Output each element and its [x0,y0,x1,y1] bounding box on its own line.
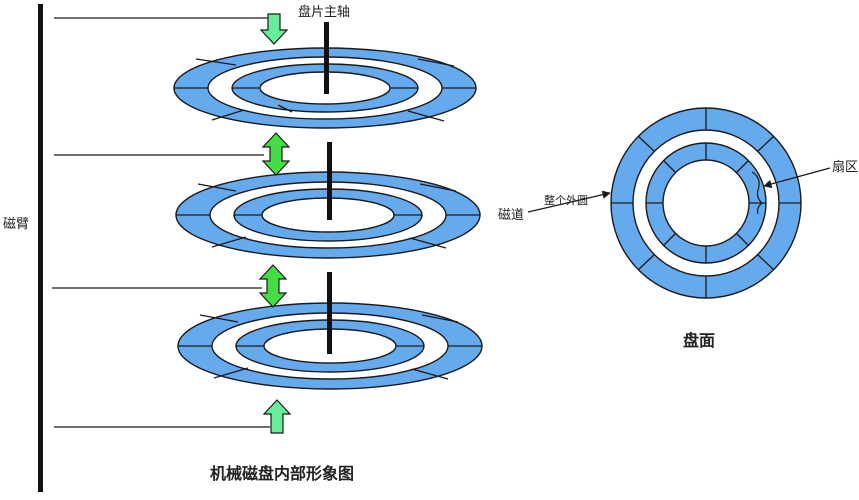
spindle-segment-1 [324,22,329,94]
double-headed-arrow-icon-2 [258,264,288,308]
spindle-segment-3 [327,272,332,354]
up-arrow-icon [262,399,292,434]
track-label: 磁道 [498,208,524,223]
down-arrow-icon [259,13,289,45]
double-headed-arrow-icon [261,132,291,176]
sector-label: 扇区 [832,159,858,175]
diagram-caption: 机械磁盘内部形象图 [210,464,354,483]
whole-circle-label: 整个外圆 [544,193,588,207]
arm-label: 磁臂 [3,217,29,232]
spindle-label: 盘片主轴 [298,4,350,20]
spindle-segment-2 [327,142,332,220]
sector-pointer [763,167,831,189]
track-pointer [527,190,611,213]
disk-surface [610,107,802,299]
surface-label: 盘面 [683,331,715,350]
arm-bar [38,4,43,492]
